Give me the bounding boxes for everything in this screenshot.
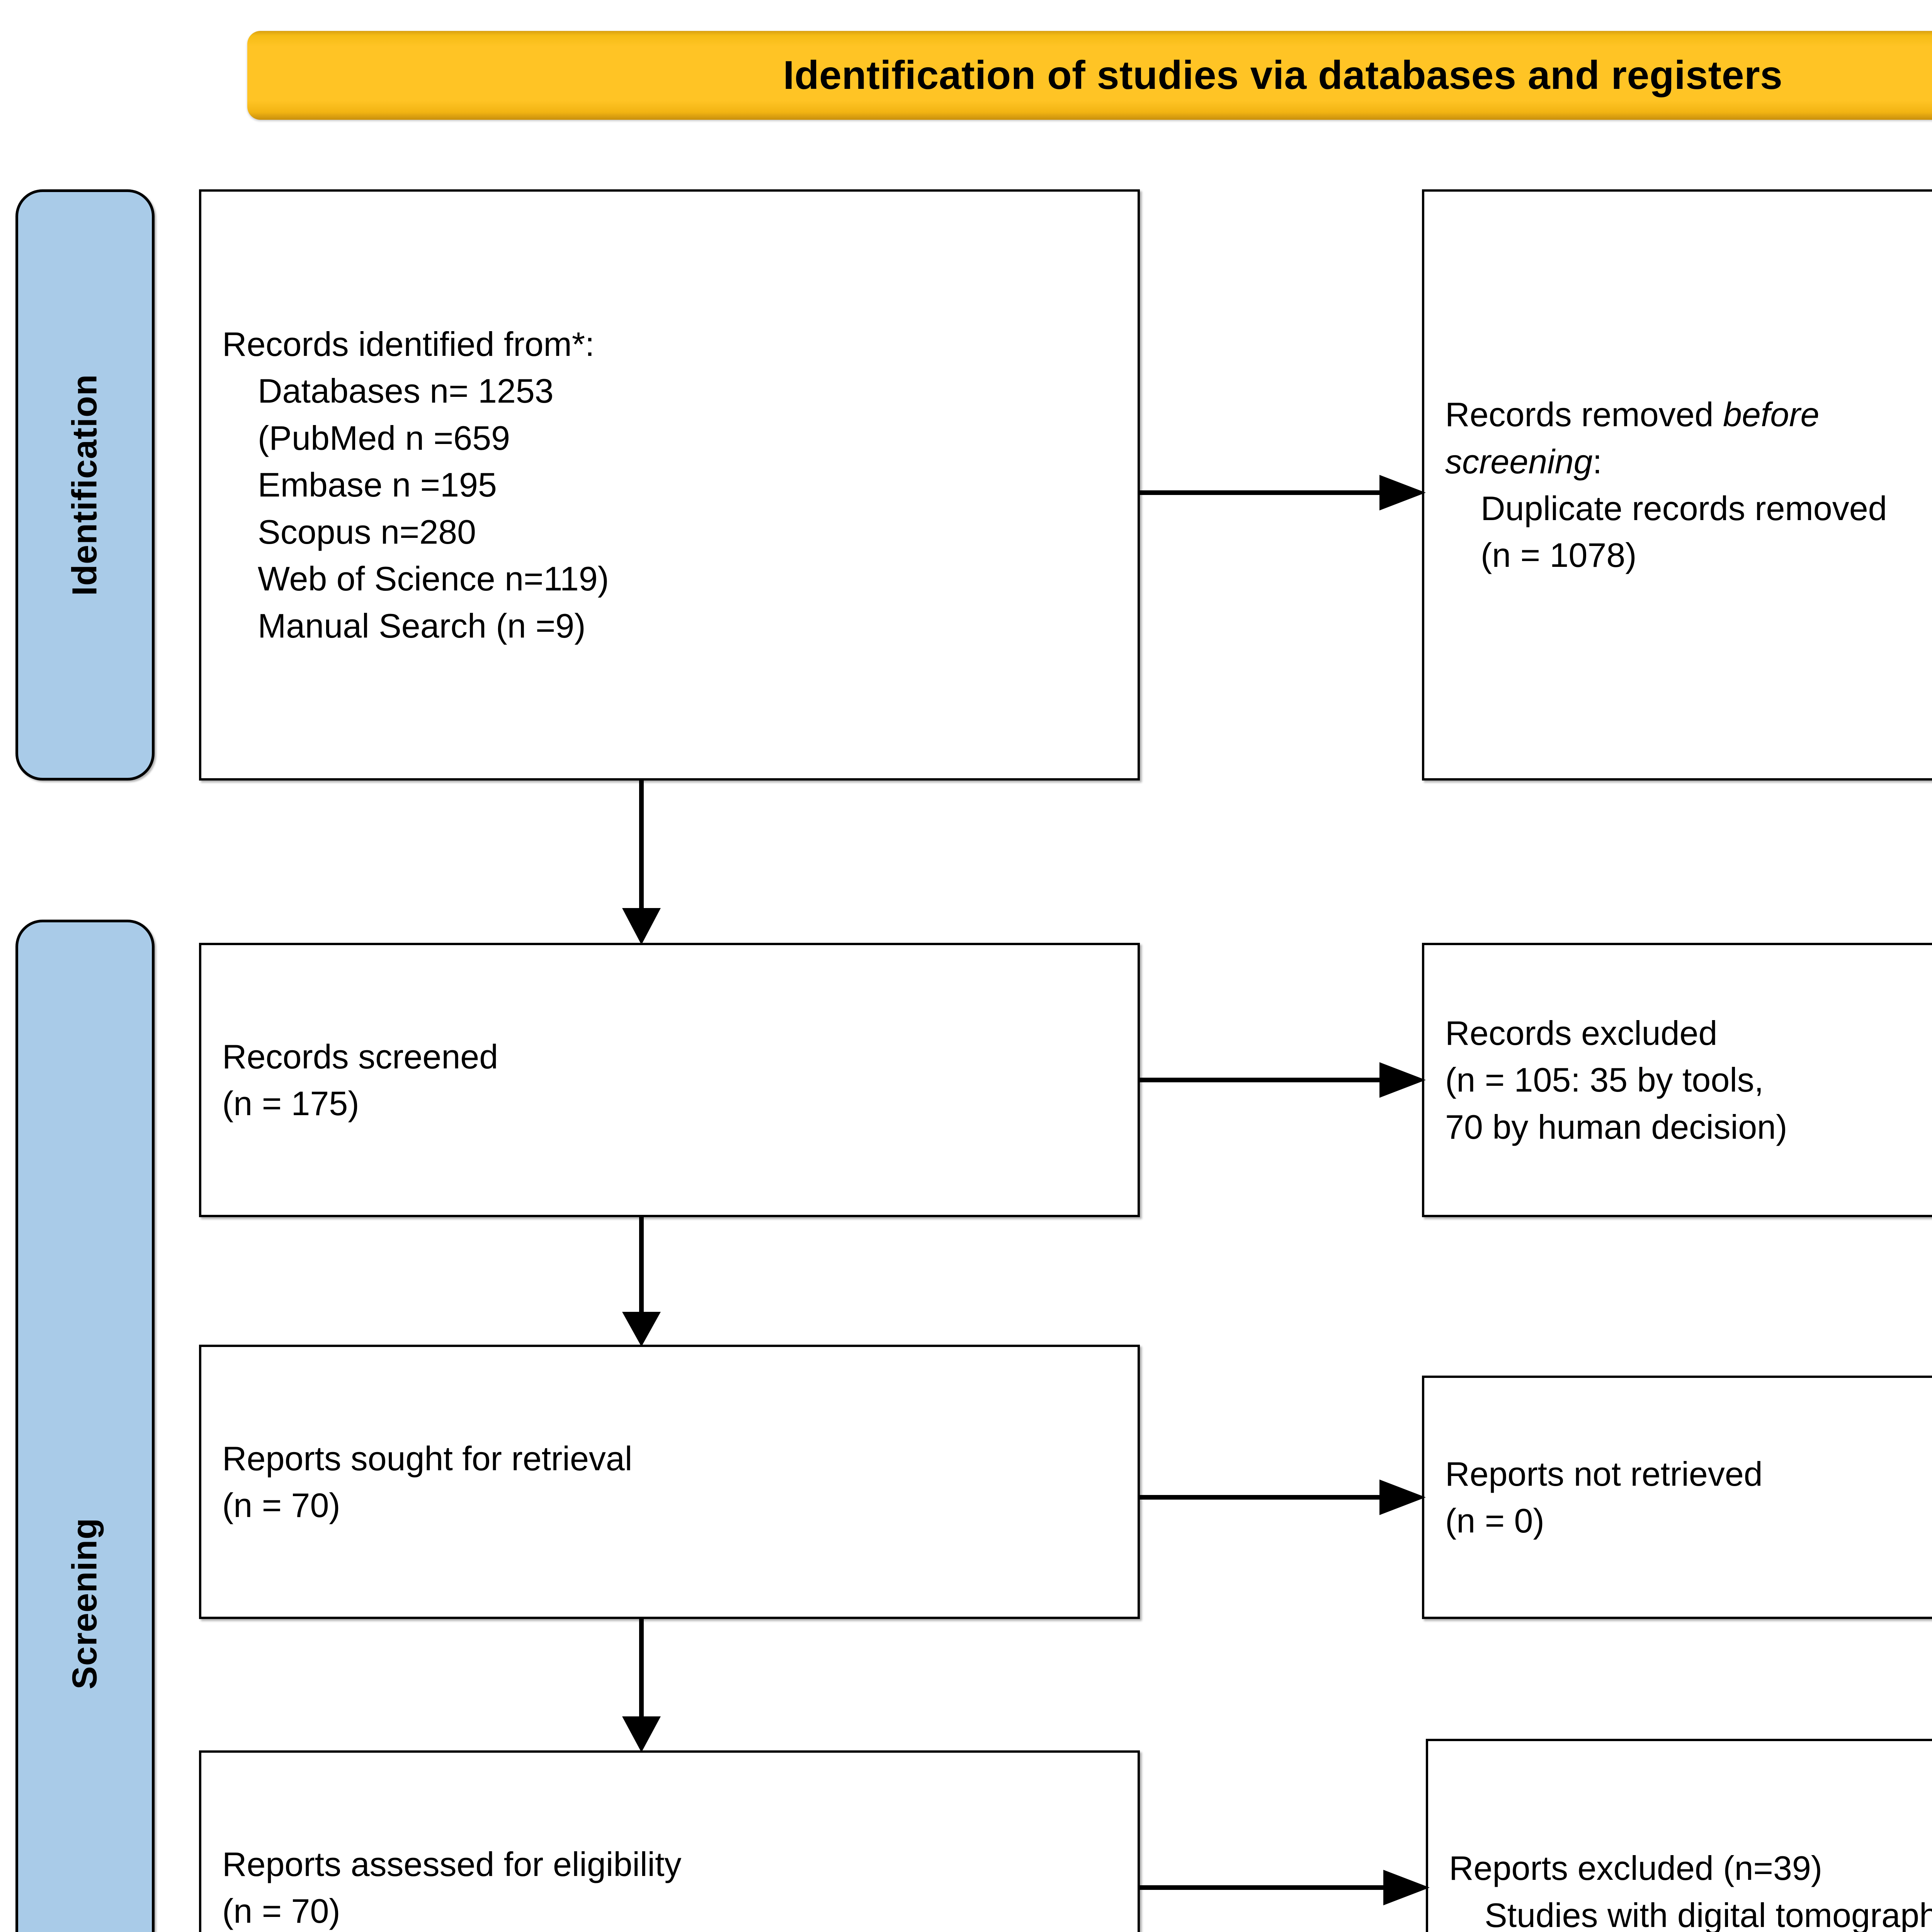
- line-reports-excluded-heading: Reports excluded (n=39): [1449, 1849, 1823, 1888]
- arrow-assessed-to-reports-excluded: [1140, 1864, 1430, 1911]
- line-pubmed: (PubMed n =659: [258, 418, 510, 457]
- line-reports-sought-label: Reports sought for retrieval: [222, 1439, 633, 1478]
- box-reports-excluded: Reports excluded (n=39) Studies with dig…: [1426, 1739, 1932, 1932]
- box-records-excluded: Records excluded (n = 105: 35 by tools, …: [1422, 943, 1932, 1217]
- stage-pill-screening: Screening: [15, 920, 155, 1932]
- box-records-screened-text: Records screened (n = 175): [201, 1033, 1138, 1127]
- removed-colon: :: [1592, 442, 1602, 481]
- stage-pill-identification: Identification: [15, 189, 155, 781]
- line-records-excluded-label: Records excluded: [1445, 1014, 1718, 1052]
- stage-label-identification: Identification: [65, 374, 104, 596]
- line-records-screened-label: Records screened: [222, 1037, 498, 1076]
- line-databases: Databases n= 1253: [258, 372, 554, 410]
- line-duplicate-records-count: (n = 1078): [1481, 536, 1637, 575]
- line-records-screened-count: (n = 175): [222, 1084, 359, 1122]
- line-duplicate-records-removed: Duplicate records removed: [1481, 489, 1887, 527]
- box-records-identified: Records identified from*: Databases n= 1…: [199, 189, 1140, 781]
- box-reports-not-retrieved-text: Reports not retrieved (n = 0): [1424, 1451, 1932, 1544]
- line-web-of-science: Web of Science n=119): [258, 560, 609, 598]
- arrow-screened-to-excluded: [1140, 1057, 1426, 1103]
- arrow-identified-to-removed: [1140, 469, 1426, 516]
- line-records-excluded-human: 70 by human decision): [1445, 1107, 1787, 1146]
- line-manual-search: Manual Search (n =9): [258, 606, 586, 645]
- box-records-removed: Records removed before screening: Duplic…: [1422, 189, 1932, 781]
- line-embase: Embase n =195: [258, 466, 497, 504]
- line-reports-not-retrieved-count: (n = 0): [1445, 1502, 1544, 1540]
- box-reports-excluded-text: Reports excluded (n=39) Studies with dig…: [1428, 1845, 1932, 1932]
- arrow-identified-to-screened: [618, 781, 665, 945]
- removed-pre: Records removed: [1445, 395, 1723, 434]
- box-records-identified-text: Records identified from*: Databases n= 1…: [201, 321, 1138, 649]
- header-banner: Identification of studies via databases …: [247, 31, 1932, 120]
- box-reports-sought-text: Reports sought for retrieval (n = 70): [201, 1435, 1138, 1529]
- line-reason-digital-tomography: Studies with digital tomography (n = 3).: [1485, 1896, 1932, 1932]
- box-reports-assessed-text: Reports assessed for eligibility (n = 70…: [201, 1841, 1138, 1932]
- box-reports-not-retrieved: Reports not retrieved (n = 0): [1422, 1376, 1932, 1619]
- removed-screening-emphasis: screening: [1445, 442, 1593, 481]
- line-reports-sought-count: (n = 70): [222, 1486, 340, 1524]
- line-reports-not-retrieved-label: Reports not retrieved: [1445, 1454, 1763, 1493]
- line-reports-assessed-label: Reports assessed for eligibility: [222, 1845, 682, 1883]
- arrow-screened-to-sought: [618, 1217, 665, 1347]
- line-records-removed-heading-2: screening:: [1445, 438, 1932, 485]
- stage-label-screening: Screening: [65, 1517, 104, 1690]
- box-reports-assessed: Reports assessed for eligibility (n = 70…: [199, 1750, 1140, 1932]
- line-scopus: Scopus n=280: [258, 512, 476, 551]
- line-reports-assessed-count: (n = 70): [222, 1892, 340, 1930]
- line-records-excluded-count: (n = 105: 35 by tools,: [1445, 1061, 1764, 1099]
- line-records-removed-heading: Records removed before: [1445, 391, 1932, 438]
- line-records-identified-heading: Records identified from*:: [222, 325, 595, 363]
- removed-before-emphasis: before: [1723, 395, 1820, 434]
- box-records-screened: Records screened (n = 175): [199, 943, 1140, 1217]
- arrow-sought-to-assessed: [618, 1619, 665, 1752]
- box-records-removed-text: Records removed before screening: Duplic…: [1424, 391, 1932, 579]
- box-reports-sought: Reports sought for retrieval (n = 70): [199, 1345, 1140, 1619]
- box-records-excluded-text: Records excluded (n = 105: 35 by tools, …: [1424, 1010, 1932, 1150]
- banner-title: Identification of studies via databases …: [783, 53, 1783, 98]
- arrow-sought-to-not-retrieved: [1140, 1474, 1426, 1520]
